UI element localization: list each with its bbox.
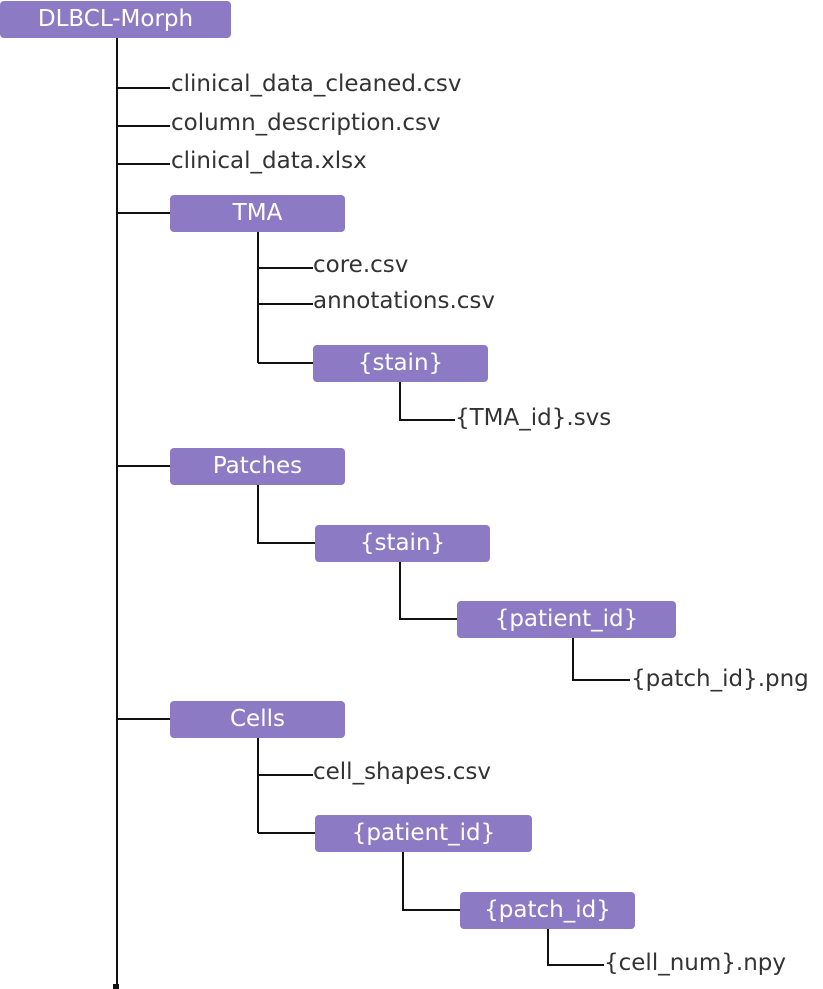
connector-cells-patch-file <box>547 929 604 966</box>
connector-patches-stain <box>257 485 315 544</box>
folder-tma-stain[interactable]: {stain} <box>313 345 488 382</box>
file-cell-shapes[interactable]: cell_shapes.csv <box>313 759 492 785</box>
file-tma-svs[interactable]: {TMA_id}.svs <box>455 405 612 431</box>
file-cell-npy[interactable]: {cell_num}.npy <box>604 950 787 976</box>
folder-tma[interactable]: TMA <box>170 195 345 232</box>
connector-patches-patient <box>399 562 457 620</box>
connector-root-trunk-end <box>113 984 119 989</box>
folder-patches-patient[interactable]: {patient_id} <box>457 601 676 638</box>
connector-patches-file <box>572 638 630 681</box>
file-column-description[interactable]: column_description.csv <box>171 110 441 136</box>
connector-tma-stain-file <box>399 382 455 421</box>
connector-cells-patch <box>402 852 460 911</box>
folder-patches[interactable]: Patches <box>170 448 345 485</box>
file-clinical-data-cleaned[interactable]: clinical_data_cleaned.csv <box>171 71 462 97</box>
folder-root[interactable]: DLBCL-Morph <box>0 1 231 38</box>
file-clinical-data-xlsx[interactable]: clinical_data.xlsx <box>171 148 367 174</box>
folder-patches-stain[interactable]: {stain} <box>315 525 490 562</box>
folder-cells[interactable]: Cells <box>170 701 345 738</box>
folder-cells-patch[interactable]: {patch_id} <box>460 892 635 929</box>
folder-cells-patient[interactable]: {patient_id} <box>315 815 532 852</box>
file-core[interactable]: core.csv <box>313 252 409 278</box>
file-annotations[interactable]: annotations.csv <box>313 288 496 314</box>
file-patch-png[interactable]: {patch_id}.png <box>631 666 809 692</box>
